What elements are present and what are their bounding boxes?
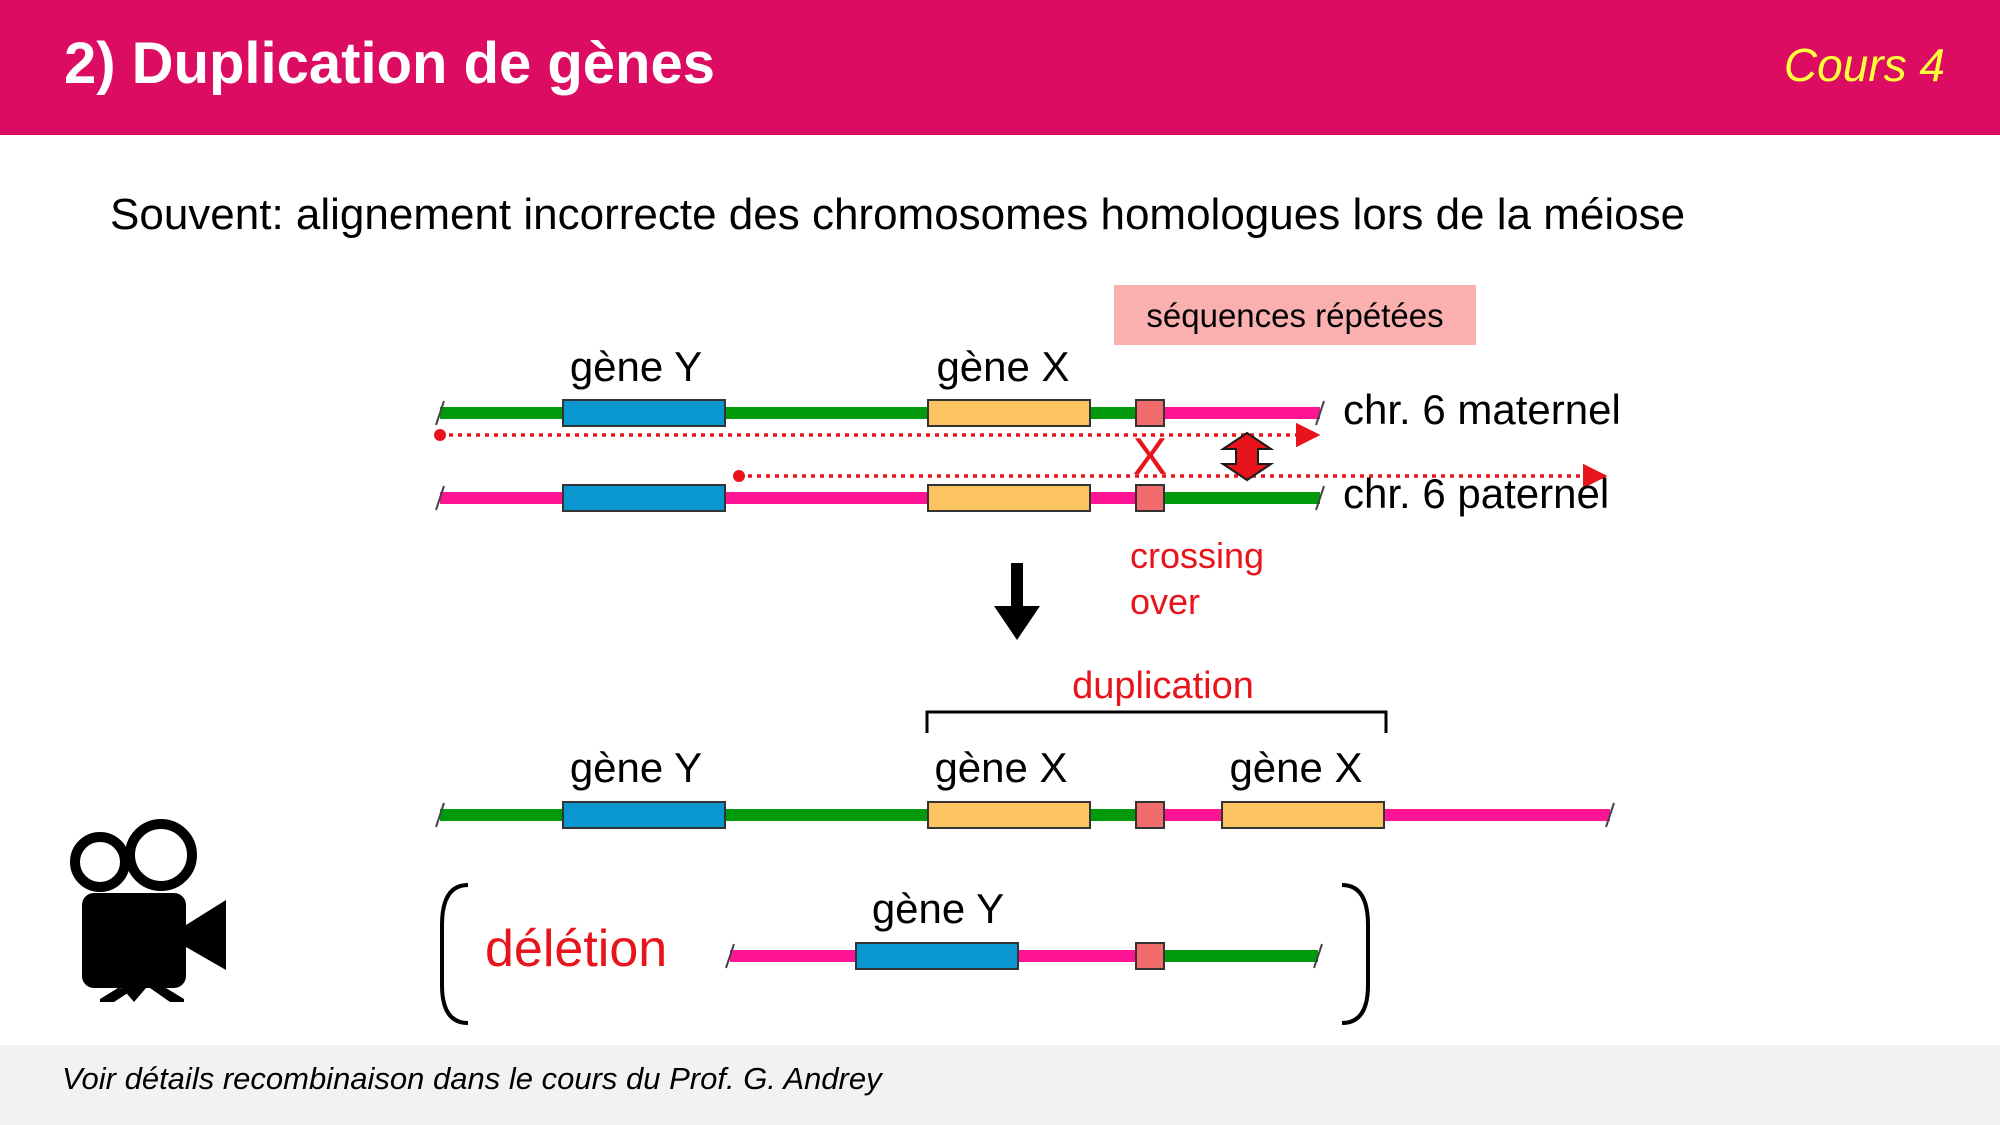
chr-paternal-label: chr. 6 paternel (1343, 470, 1609, 517)
repeat-block (1135, 801, 1165, 829)
misalignment-double-arrow (1219, 431, 1275, 482)
right-parenthesis (1341, 883, 1370, 1025)
gene-y-block (562, 801, 726, 829)
repeat-block (1135, 942, 1165, 970)
repeated-sequences-box (1114, 285, 1476, 345)
maternal-chromosome (435, 399, 1325, 427)
gene-x-block (927, 484, 1091, 512)
gene-y-label: gène Y (570, 343, 702, 390)
duplication-label: duplication (1072, 665, 1254, 707)
gene-y-block (855, 942, 1019, 970)
footer-note: Voir détails recombinaison dans le cours… (62, 1061, 882, 1096)
course-label: Cours 4 (1783, 39, 1945, 91)
paternal-chromosome (435, 484, 1325, 512)
chr-maternal-label: chr. 6 maternel (1343, 386, 1621, 433)
gene-x-label: gène X (934, 744, 1067, 791)
gene-x-label: gène X (936, 343, 1069, 390)
repeat-block (1135, 399, 1165, 427)
crossing-over-label-1: crossing (1130, 535, 1264, 576)
duplicated-chromosome (435, 801, 1615, 829)
movie-camera-icon[interactable] (70, 819, 226, 1002)
left-parenthesis (440, 883, 469, 1025)
page-title: 2) Duplication de gènes (64, 31, 715, 96)
gene-y-block (562, 484, 726, 512)
repeated-sequences-label: séquences répétées (1146, 297, 1443, 334)
gene-x-block (927, 801, 1091, 829)
subtitle: Souvent: alignement incorrecte des chrom… (110, 190, 1686, 239)
header-bar: 2) Duplication de gènes Cours 4 (0, 0, 2000, 135)
duplication-bracket (925, 710, 1388, 733)
deleted-chromosome (725, 942, 1323, 970)
crossing-over-label-2: over (1130, 581, 1200, 622)
deletion-label: délétion (485, 920, 667, 978)
gene-y-label: gène Y (570, 744, 702, 791)
gene-y-block (562, 399, 726, 427)
gene-y-label: gène Y (872, 885, 1004, 932)
footer-bar: Voir détails recombinaison dans le cours… (0, 1045, 2000, 1125)
gene-x-copy-block (1221, 801, 1385, 829)
repeat-block (1135, 484, 1165, 512)
gene-x-block (927, 399, 1091, 427)
gene-x-copy-label: gène X (1229, 744, 1362, 791)
result-down-arrow (994, 563, 1040, 640)
crossover-mark: X (1133, 428, 1168, 486)
